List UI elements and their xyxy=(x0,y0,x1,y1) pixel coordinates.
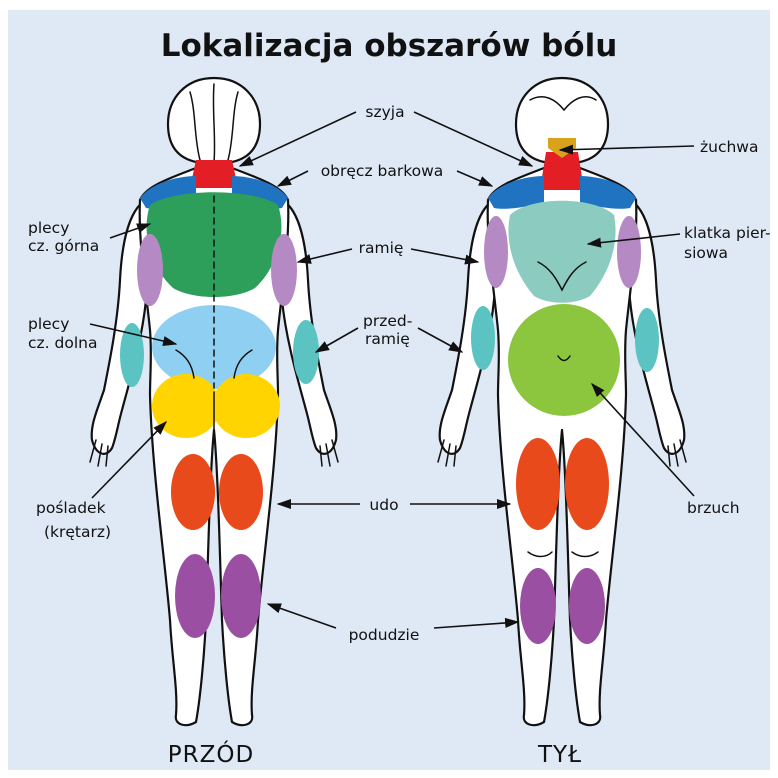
label-buttock-line2: (krętarz) xyxy=(44,523,111,541)
figure-front-view xyxy=(438,78,686,725)
label-chest-line1: klatka pier- xyxy=(684,224,771,242)
right-thigh-area xyxy=(219,454,263,530)
label-lower-back-line1: plecy xyxy=(28,315,69,333)
right-shin-area xyxy=(221,554,261,638)
front-right-arm-area xyxy=(617,216,641,288)
left-arm-area xyxy=(137,234,163,306)
neck-area xyxy=(190,160,238,188)
label-upper-back-line1: plecy xyxy=(28,219,69,237)
label-forearm-line1: przed- xyxy=(363,312,412,330)
arrow-forearm-front xyxy=(418,328,462,352)
label-forearm-line2: ramię xyxy=(365,330,410,348)
label-arm: ramię xyxy=(359,239,404,257)
front-left-shin-area xyxy=(520,568,556,644)
arrow-shoulder-back xyxy=(278,171,308,186)
front-left-forearm-area xyxy=(471,306,495,370)
arrow-neck-front xyxy=(414,112,532,166)
label-lower-back-line2: cz. dolna xyxy=(28,334,97,352)
left-thigh-area xyxy=(171,454,215,530)
label-abdomen: brzuch xyxy=(687,499,740,517)
label-view-front: PRZÓD xyxy=(168,740,254,768)
label-thigh: udo xyxy=(369,496,398,514)
label-view-back: TYŁ xyxy=(537,742,582,768)
arrow-shin-back xyxy=(268,604,336,628)
front-right-thigh-area xyxy=(565,438,609,530)
label-shin: podudzie xyxy=(349,626,420,644)
front-right-forearm-area xyxy=(635,308,659,372)
left-shin-area xyxy=(175,554,215,638)
arrow-arm-front xyxy=(411,249,478,262)
right-arm-area xyxy=(271,234,297,306)
diagram-title: Lokalizacja obszarów bólu xyxy=(161,28,618,64)
right-buttock-area xyxy=(212,374,280,438)
label-upper-back-line2: cz. górna xyxy=(28,237,99,255)
front-left-arm-area xyxy=(484,216,508,288)
arrow-shin-front xyxy=(434,622,518,628)
label-neck: szyja xyxy=(365,103,404,121)
left-buttock-area xyxy=(152,374,220,438)
front-right-shin-area xyxy=(569,568,605,644)
arrow-shoulder-front xyxy=(457,171,492,186)
label-chest-line2: siowa xyxy=(684,244,728,262)
arrow-forearm-back xyxy=(316,328,358,352)
label-shoulder-girdle: obręcz barkowa xyxy=(321,162,444,180)
label-jaw: żuchwa xyxy=(700,138,758,156)
front-left-thigh-area xyxy=(516,438,560,530)
label-buttock-line1: pośladek xyxy=(36,499,106,517)
right-forearm-area xyxy=(293,320,319,384)
